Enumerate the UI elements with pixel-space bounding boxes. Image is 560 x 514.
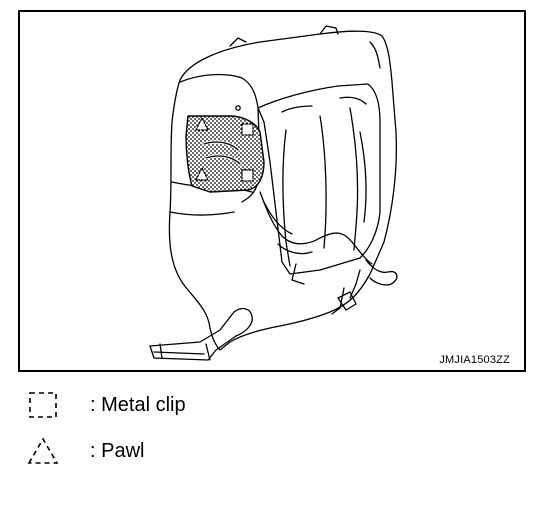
illustration-frame: JMJIA1503ZZ bbox=[18, 10, 526, 372]
seatback-illustration bbox=[149, 25, 398, 361]
metal-clip-marker-top bbox=[241, 123, 254, 136]
metal-clip-marker-bottom bbox=[241, 169, 254, 182]
wire-harness bbox=[259, 191, 373, 265]
dashed-square-icon bbox=[29, 392, 57, 418]
left-bolster bbox=[179, 73, 261, 203]
legend-row-pawl: : Pawl bbox=[24, 436, 144, 466]
inner-frame bbox=[257, 83, 381, 275]
pawl-marker-bottom bbox=[195, 167, 209, 181]
legend-row-metal-clip: : Metal clip bbox=[24, 390, 186, 420]
bottom-rail bbox=[149, 307, 253, 361]
support-rod-right bbox=[349, 107, 359, 251]
support-rod-mid bbox=[319, 115, 327, 249]
top-edge bbox=[229, 25, 339, 47]
support-rod-left bbox=[282, 129, 291, 267]
legend-label-metal-clip: : Metal clip bbox=[90, 393, 186, 416]
pawl-marker-top bbox=[195, 117, 209, 131]
figure-id-label: JMJIA1503ZZ bbox=[439, 354, 510, 366]
dashed-triangle-icon bbox=[27, 437, 59, 464]
legend-label-pawl: : Pawl bbox=[90, 439, 145, 462]
